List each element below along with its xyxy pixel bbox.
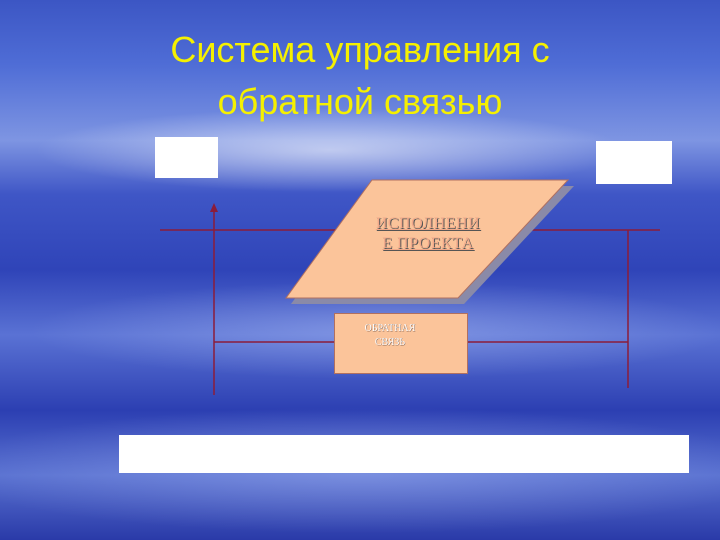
execution-label-line-2: Е ПРОЕКТА: [382, 235, 474, 252]
top-left-blank-box: [155, 137, 218, 178]
feedback-label-line-2: СВЯЗЬ: [374, 337, 406, 348]
arrow-up-icon: [210, 203, 218, 212]
feedback-label-line-1: ОБРАТНАЯ: [364, 323, 416, 334]
slide-title: Система управления с обратной связью: [110, 24, 610, 128]
feedback-label: ОБРАТНАЯ СВЯЗЬ: [335, 322, 445, 350]
execution-parallelogram: [285, 179, 570, 299]
execution-label-line-1: ИСПОЛНЕНИ: [375, 215, 481, 232]
feedback-box: ОБРАТНАЯ СВЯЗЬ: [334, 313, 468, 374]
title-line-2: обратной связью: [217, 81, 503, 122]
bottom-blank-box: [119, 435, 689, 473]
top-right-blank-box: [596, 141, 672, 184]
execution-label: ИСПОЛНЕНИ Е ПРОЕКТА: [340, 214, 516, 254]
title-line-1: Система управления с: [170, 29, 550, 70]
